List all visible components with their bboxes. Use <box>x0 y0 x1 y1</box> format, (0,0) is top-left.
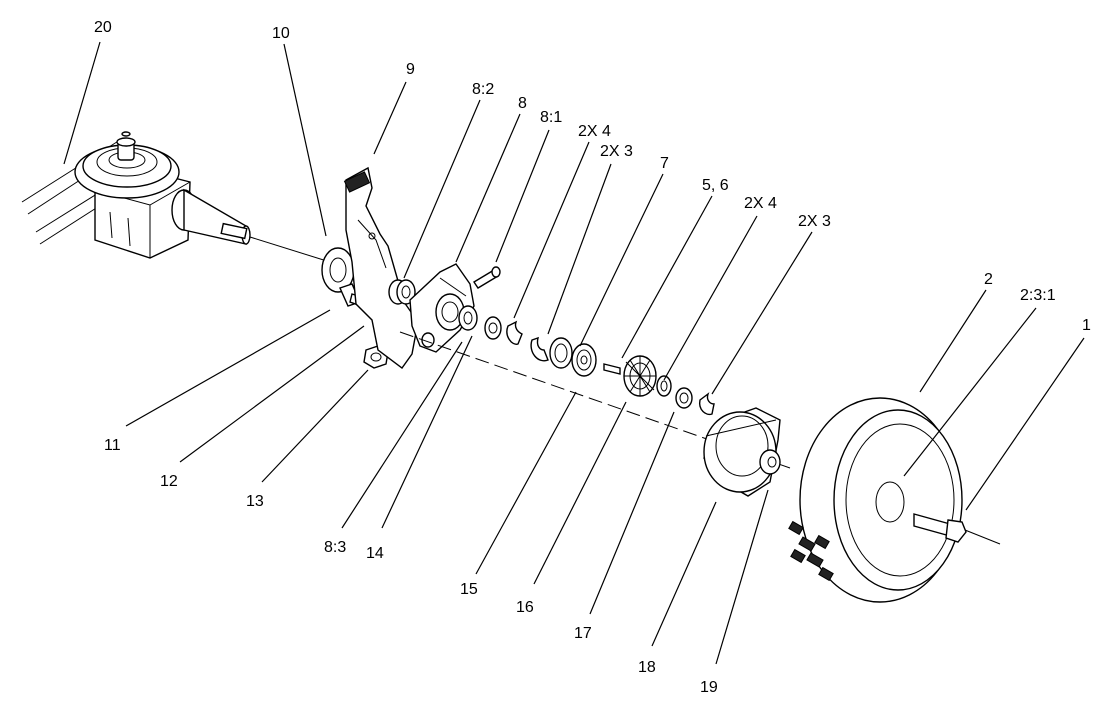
callout-14: 14 <box>366 545 384 562</box>
callout-labels: 20 10 9 8:2 8 8:1 2X 4 2X 3 7 5, 6 2X 4 … <box>94 19 1091 696</box>
retainer-2x3-a <box>530 336 549 362</box>
spacer-19 <box>759 449 781 475</box>
callout-9: 9 <box>406 61 415 78</box>
callout-13: 13 <box>246 493 264 510</box>
callout-20: 20 <box>94 19 112 36</box>
washer-14 <box>484 316 502 340</box>
callout-2x4-b: 2X 4 <box>744 195 777 212</box>
tire-tread <box>788 520 834 582</box>
callout-2x3-a: 2X 3 <box>600 143 633 160</box>
pinion-gear-16 <box>623 355 657 397</box>
bushing-2x4-b <box>675 387 693 409</box>
callout-12: 12 <box>160 473 178 490</box>
callout-8: 8 <box>518 95 527 112</box>
callout-5-6: 5, 6 <box>702 177 729 194</box>
height-bracket-9 <box>343 166 419 369</box>
bearing-15 <box>571 343 597 377</box>
callout-2x4-a: 2X 4 <box>578 123 611 140</box>
bushing-8-2 <box>388 279 416 305</box>
callout-7: 7 <box>660 155 669 172</box>
transmission-assembly <box>21 131 331 263</box>
leader-lines <box>63 41 1085 665</box>
callout-16: 16 <box>516 599 534 616</box>
axle-bolt-1 <box>913 513 967 543</box>
callout-11: 11 <box>104 437 121 454</box>
callout-18: 18 <box>638 659 656 676</box>
seal-7 <box>549 337 573 369</box>
callout-19: 19 <box>700 679 718 696</box>
callout-8-2: 8:2 <box>472 81 494 98</box>
callout-17: 17 <box>574 625 592 642</box>
washer-17 <box>656 375 672 397</box>
gear-cover-18 <box>703 407 781 497</box>
callout-1: 1 <box>1082 317 1091 334</box>
pin-5-6 <box>603 363 621 375</box>
axis-end <box>959 527 1001 545</box>
clip-2x4-a <box>506 320 523 345</box>
clip-2x3-b <box>698 392 715 416</box>
screw-8-1 <box>473 266 501 289</box>
callout-10: 10 <box>272 25 290 42</box>
callout-8-1: 8:1 <box>540 109 562 126</box>
pivot-arm-8 <box>409 263 478 353</box>
callout-15: 15 <box>460 581 478 598</box>
callout-2: 2 <box>984 271 993 288</box>
callout-2-3-1: 2:3:1 <box>1020 287 1056 304</box>
wheel-2 <box>788 397 963 603</box>
callout-2x3-b: 2X 3 <box>798 213 831 230</box>
callout-8-3: 8:3 <box>324 539 346 556</box>
